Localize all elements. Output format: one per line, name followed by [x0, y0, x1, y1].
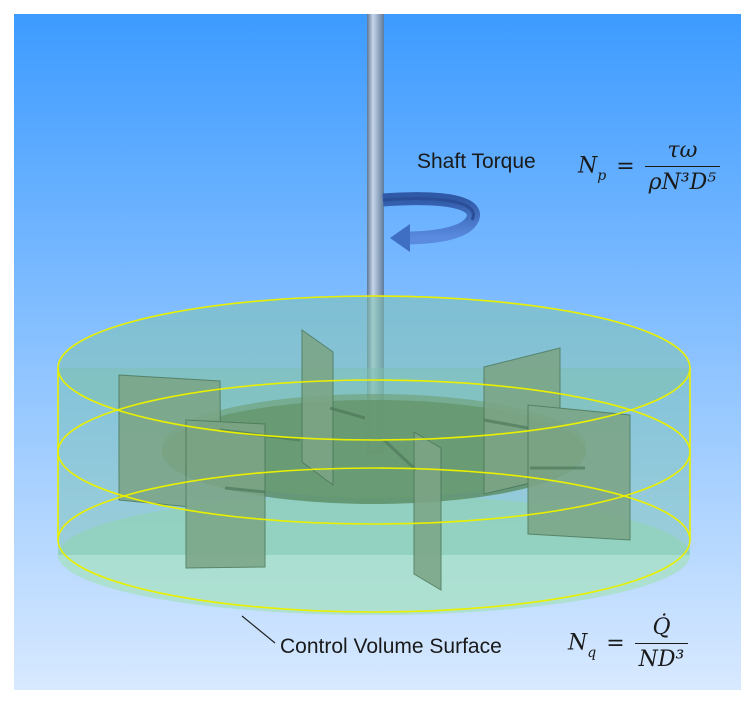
power-number-numerator: τω — [667, 138, 698, 163]
shaft-torque-label: Shaft Torque — [417, 150, 536, 173]
blade-left-front — [185, 419, 266, 569]
flow-number-denominator: ND³ — [634, 643, 689, 672]
blade-arms — [219, 406, 585, 494]
power-number-symbol: N — [578, 153, 598, 179]
impeller-blades — [118, 329, 631, 591]
control-volume-edges — [57, 295, 691, 613]
power-number-denominator: ρN³D⁵ — [644, 166, 721, 195]
power-number-fraction: τω ρN³D⁵ — [644, 138, 721, 195]
flow-number-numerator: Q̇ — [652, 615, 671, 640]
torque-arrow — [382, 192, 480, 252]
blade-center-back — [301, 329, 334, 486]
flow-number-subscript: q — [587, 644, 597, 661]
blade-center-front — [413, 431, 442, 591]
power-number-subscript: p — [597, 167, 607, 184]
control-volume-label: Control Volume Surface — [280, 635, 502, 658]
cv-leader-line — [241, 615, 276, 644]
flow-number-fraction: Q̇ ND³ — [634, 615, 689, 672]
blade-right-front — [527, 404, 631, 541]
flow-number-symbol: N — [568, 630, 588, 656]
flow-number-equation: Nq=Q̇ND³ — [568, 615, 689, 672]
